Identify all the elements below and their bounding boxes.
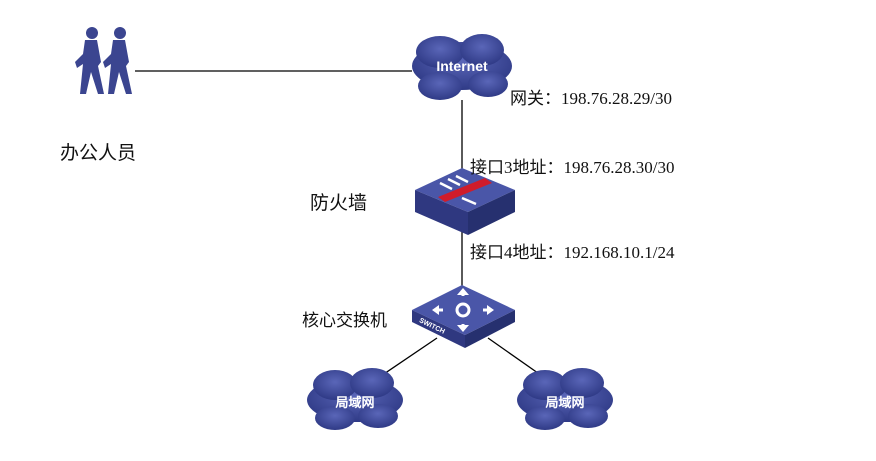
lan-right-label: 局域网 [545, 395, 585, 410]
firewall-label: 防火墙 [310, 192, 368, 214]
internet-cloud-icon [412, 34, 512, 100]
port3-label: 接口3地址：198.76.28.30/30 [470, 158, 675, 177]
core-switch-icon [412, 285, 515, 348]
core-switch-label: 核心交换机 [302, 311, 387, 331]
gateway-label: 网关：198.76.28.29/30 [510, 89, 672, 108]
lan-left-label: 局域网 [335, 395, 375, 410]
lan-left-cloud-icon [307, 368, 403, 430]
internet-label: Internet [436, 58, 488, 74]
port4-label: 接口4地址：192.168.10.1/24 [470, 243, 675, 262]
link-lines [135, 70, 546, 379]
link-switch-lan-right [487, 337, 546, 379]
staff-label: 办公人员 [60, 142, 137, 164]
office-staff-icon [75, 27, 132, 94]
lan-right-cloud-icon [517, 368, 613, 430]
firewall-icon [415, 168, 515, 235]
link-switch-lan-left [377, 337, 438, 379]
